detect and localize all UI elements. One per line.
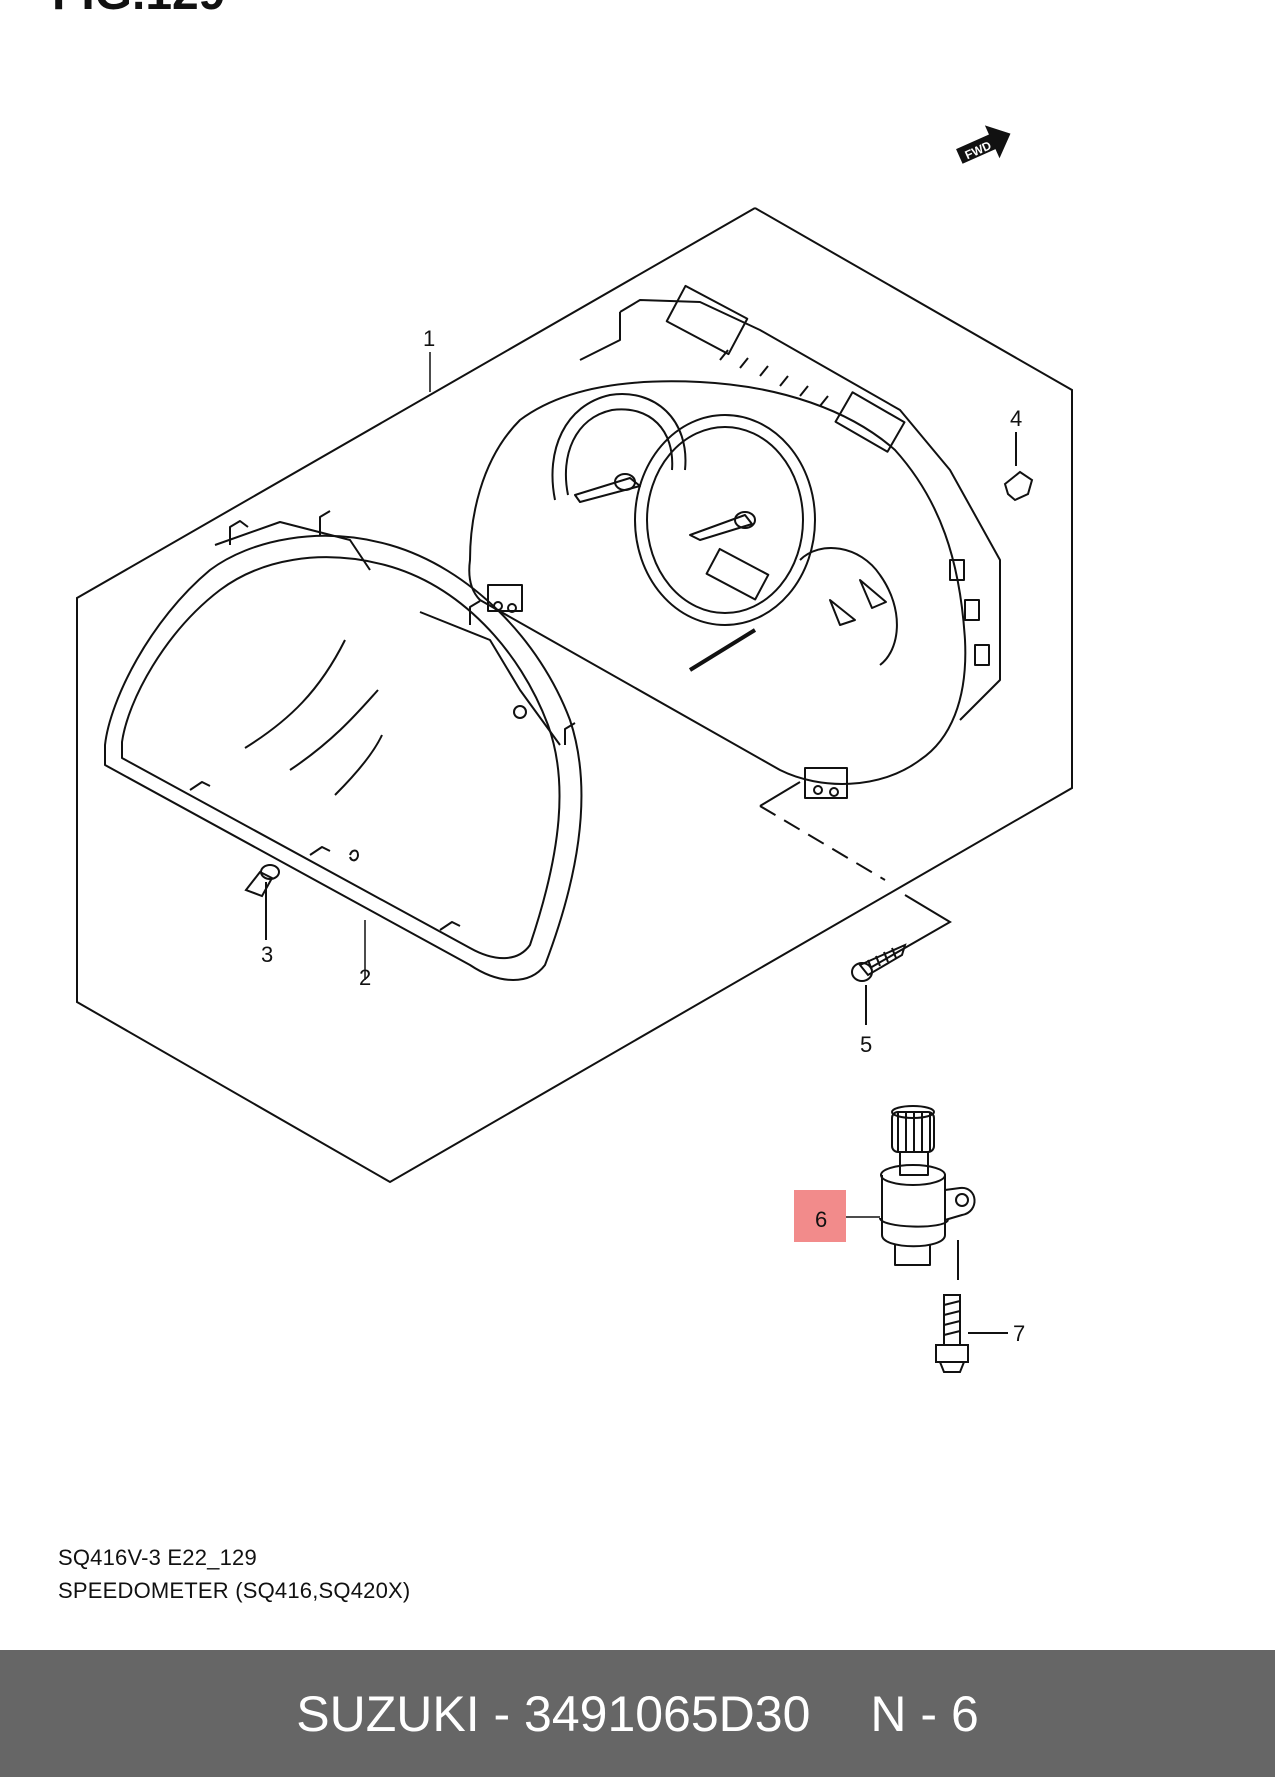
highlight-box [794,1190,846,1242]
diagram-title: SPEEDOMETER (SQ416,SQ420X) [58,1578,411,1603]
fwd-label: FWD [963,138,994,162]
callout-6: 6 [815,1207,827,1232]
fwd-arrow-icon: FWD [956,125,1011,164]
meter-glass-visor [104,510,583,981]
callout-7: 7 [1013,1321,1025,1346]
combination-meter-cluster [468,284,1001,799]
part-reference: N - 6 [870,1685,979,1742]
callout-leaders [364,352,880,1218]
mounting-bolt [935,1294,1008,1373]
part-footer: SUZUKI - 3491065D30 N - 6 [0,1650,1275,1777]
parts-diagram: FWD [76,125,1073,1373]
assembly-frame [76,207,1073,1184]
callout-5: 5 [860,1032,872,1057]
figure-title-fragment: FIG.129 [52,0,225,21]
callout-2: 2 [359,965,371,990]
callout-4: 4 [1010,406,1022,431]
bulb-socket [244,864,280,940]
vehicle-speed-sensor [879,1105,976,1280]
tapping-screw [851,943,907,1025]
retainer-clip [1003,432,1034,502]
brand-part-number: SUZUKI - 3491065D30 [296,1685,811,1742]
diagram-code: SQ416V-3 E22_129 [58,1545,257,1570]
callout-3: 3 [261,942,273,967]
callout-1: 1 [423,326,435,351]
